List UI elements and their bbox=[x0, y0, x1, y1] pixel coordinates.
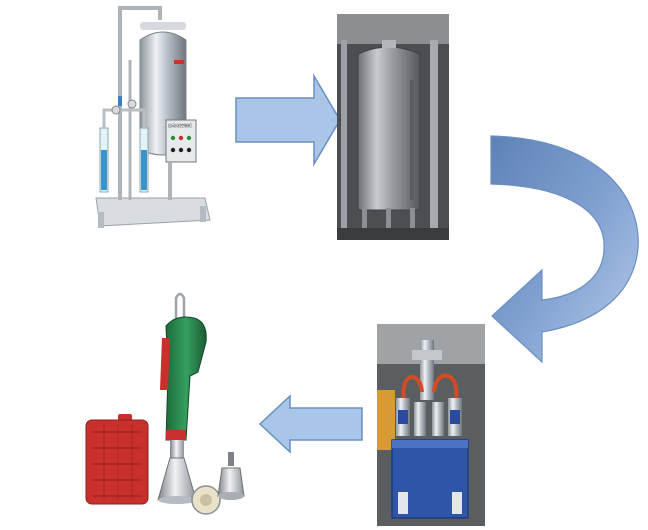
four-head-filling-machine-icon bbox=[377, 324, 485, 526]
left-arrow-icon bbox=[258, 394, 363, 454]
handheld-electric-capper-icon bbox=[85, 292, 245, 515]
control-panel-label: 自动化控制柜 bbox=[168, 122, 192, 128]
beverage-mixer-machine-icon: 自动化控制柜 bbox=[95, 6, 211, 228]
stainless-storage-tank-icon bbox=[337, 14, 449, 240]
curved-down-arrow-icon bbox=[490, 135, 639, 364]
right-arrow-icon bbox=[235, 73, 341, 167]
